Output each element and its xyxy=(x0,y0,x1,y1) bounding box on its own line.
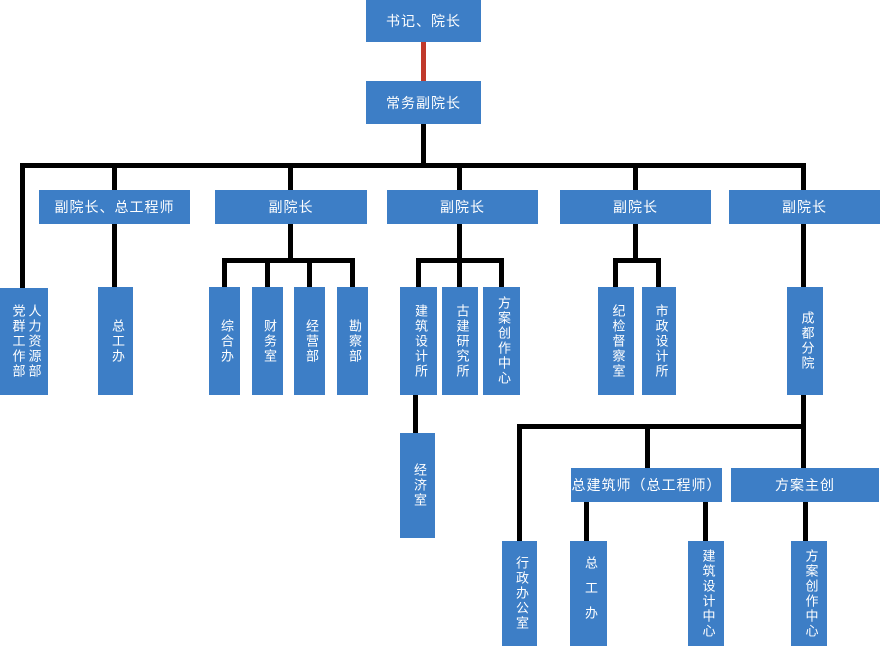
node-label: 市政设计所 xyxy=(652,303,668,379)
node-label: 方案主创 xyxy=(775,478,835,494)
node-general-office: 综合办 xyxy=(209,287,240,395)
node-label: 总工办 xyxy=(108,318,124,364)
connector-line xyxy=(457,168,462,190)
node-label: 副院长 xyxy=(613,200,658,216)
connector-line xyxy=(416,258,421,287)
node-label: 方案创作中心 xyxy=(494,296,510,386)
node-vice-dean-2: 副院长 xyxy=(387,190,538,224)
node-label: 成都分院 xyxy=(798,311,814,371)
node-vice-dean-4: 副院长 xyxy=(729,190,880,224)
node-operations-dept: 经营部 xyxy=(294,287,325,395)
node-label: 财务室 xyxy=(260,318,276,364)
node-label: 总建筑师（总工程师） xyxy=(571,478,722,494)
node-exec-vice-dean: 常务副院长 xyxy=(366,81,481,124)
node-arch-design-institute: 建筑设计所 xyxy=(400,287,437,395)
node-admin-office: 行政办公室 xyxy=(502,541,537,646)
connector-line xyxy=(656,258,661,287)
connector-line xyxy=(112,168,117,190)
node-ancient-arch-institute: 古建研究所 xyxy=(442,287,478,395)
connector-line xyxy=(307,261,312,287)
connector-line xyxy=(613,258,618,287)
node-label: 书记、院长 xyxy=(386,14,461,30)
connector-line xyxy=(20,163,806,168)
node-scheme-creation-center-branch: 方案创作中心 xyxy=(791,541,827,646)
node-label: 副院长、总工程师 xyxy=(54,200,175,216)
connector-line xyxy=(613,258,661,263)
connector-line xyxy=(222,258,227,287)
connector-line xyxy=(421,123,426,165)
node-label: 经营部 xyxy=(302,318,318,364)
node-label: 副院长 xyxy=(440,200,485,216)
connector-line xyxy=(350,258,355,287)
node-label: 建筑设计中心 xyxy=(699,548,715,639)
node-vice-dean-3: 副院长 xyxy=(560,190,711,224)
node-label: 总工办 xyxy=(581,556,597,631)
connector-line-red xyxy=(421,42,426,82)
connector-line xyxy=(633,168,638,190)
connector-line xyxy=(413,395,418,433)
node-arch-design-center: 建筑设计中心 xyxy=(688,541,724,646)
connector-line xyxy=(20,163,25,289)
node-economy-office: 经济室 xyxy=(400,433,435,538)
node-label: 党群工作部 xyxy=(9,304,25,379)
connector-line xyxy=(222,258,355,263)
connector-line xyxy=(703,502,708,541)
node-chengdu-branch: 成都分院 xyxy=(787,287,823,395)
node-discipline-inspection-office: 纪检督察室 xyxy=(598,287,634,395)
connector-line xyxy=(517,424,522,541)
node-vice-dean-1: 副院长 xyxy=(215,190,367,224)
connector-line xyxy=(801,224,806,287)
connector-line xyxy=(645,429,650,468)
node-label: 经济室 xyxy=(410,463,426,508)
connector-line xyxy=(457,224,462,262)
node-label: 常务副院长 xyxy=(386,95,461,112)
node-label: 副院长 xyxy=(268,200,314,216)
connector-line xyxy=(801,163,806,190)
node-survey-dept: 勘察部 xyxy=(337,287,368,395)
connector-line xyxy=(499,258,504,287)
connector-line xyxy=(265,261,270,287)
node-party-mass-and-hr: 党群工作部 人力资源部 xyxy=(0,288,48,395)
node-finance-office: 财务室 xyxy=(252,287,283,395)
connector-line xyxy=(288,168,293,190)
connector-line xyxy=(517,424,806,429)
connector-line xyxy=(801,429,806,468)
node-label: 副院长 xyxy=(782,200,827,216)
connector-line xyxy=(801,395,806,427)
node-label: 纪检督察室 xyxy=(609,303,625,379)
node-label: 综合办 xyxy=(217,318,233,364)
node-label: 古建研究所 xyxy=(453,303,469,379)
node-chief-engineer-office: 总工办 xyxy=(98,287,133,395)
node-vice-dean-chief-engineer: 副院长、总工程师 xyxy=(39,190,190,224)
connector-line xyxy=(416,258,504,263)
connector-line xyxy=(288,224,293,262)
node-label: 勘察部 xyxy=(345,318,361,364)
node-scheme-lead: 方案主创 xyxy=(731,468,879,502)
connector-line xyxy=(112,224,117,287)
node-label: 人力资源部 xyxy=(25,304,41,379)
node-municipal-design-institute: 市政设计所 xyxy=(642,287,676,395)
connector-line xyxy=(803,502,808,541)
node-chief-engineer-office-branch: 总工办 xyxy=(570,541,607,646)
node-label: 行政办公室 xyxy=(512,556,528,631)
connector-line xyxy=(584,502,589,541)
node-chief-architect: 总建筑师（总工程师） xyxy=(571,468,722,502)
node-label: 建筑设计所 xyxy=(411,303,427,379)
node-label: 方案创作中心 xyxy=(802,548,818,639)
connector-line xyxy=(457,261,462,287)
connector-line xyxy=(633,224,638,262)
node-dean: 书记、院长 xyxy=(366,0,481,42)
node-scheme-creation-center: 方案创作中心 xyxy=(483,287,520,395)
